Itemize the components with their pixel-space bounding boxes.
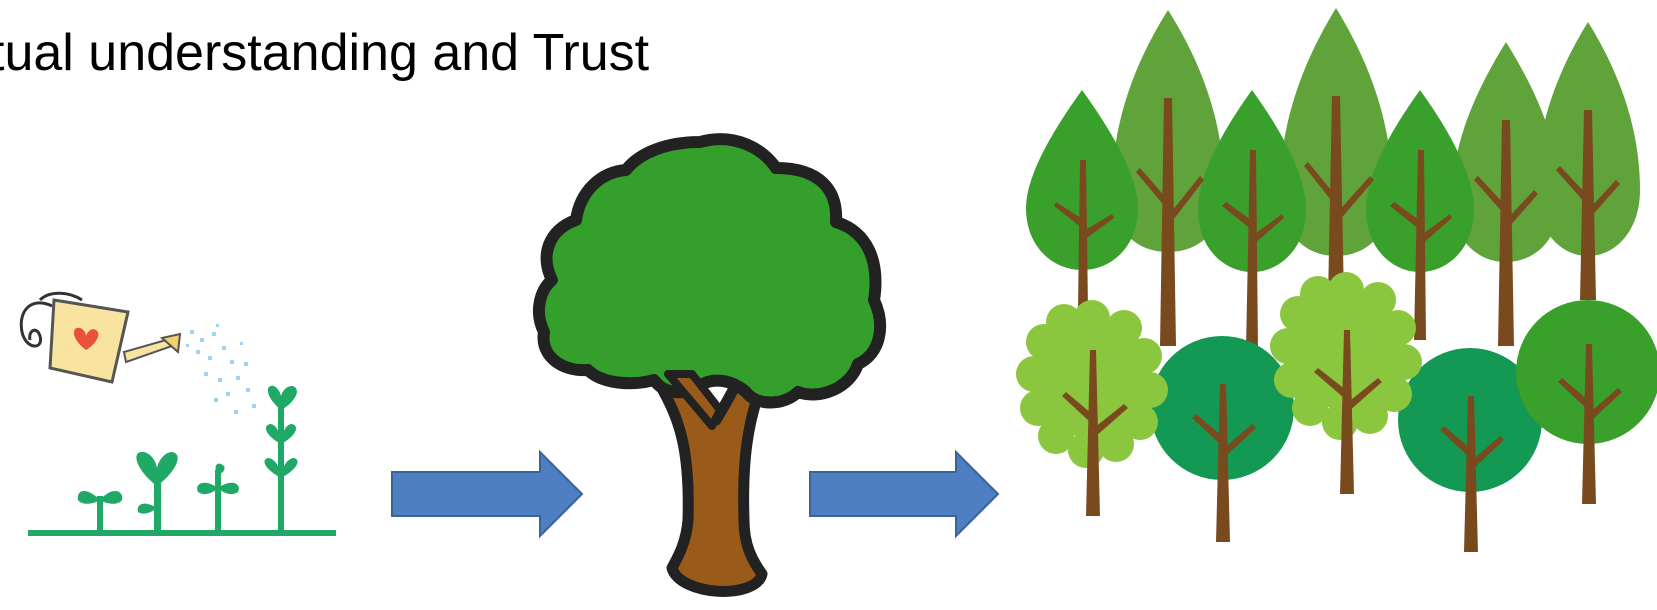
watering-can-icon	[19, 291, 256, 414]
slide-title: tual understanding and Trust	[0, 24, 650, 82]
seedlings-icon	[28, 385, 336, 536]
right-arrow-icon	[809, 449, 1000, 539]
tree-icon	[532, 133, 886, 597]
right-arrow-icon	[391, 449, 584, 539]
forest-icon	[1016, 8, 1657, 552]
